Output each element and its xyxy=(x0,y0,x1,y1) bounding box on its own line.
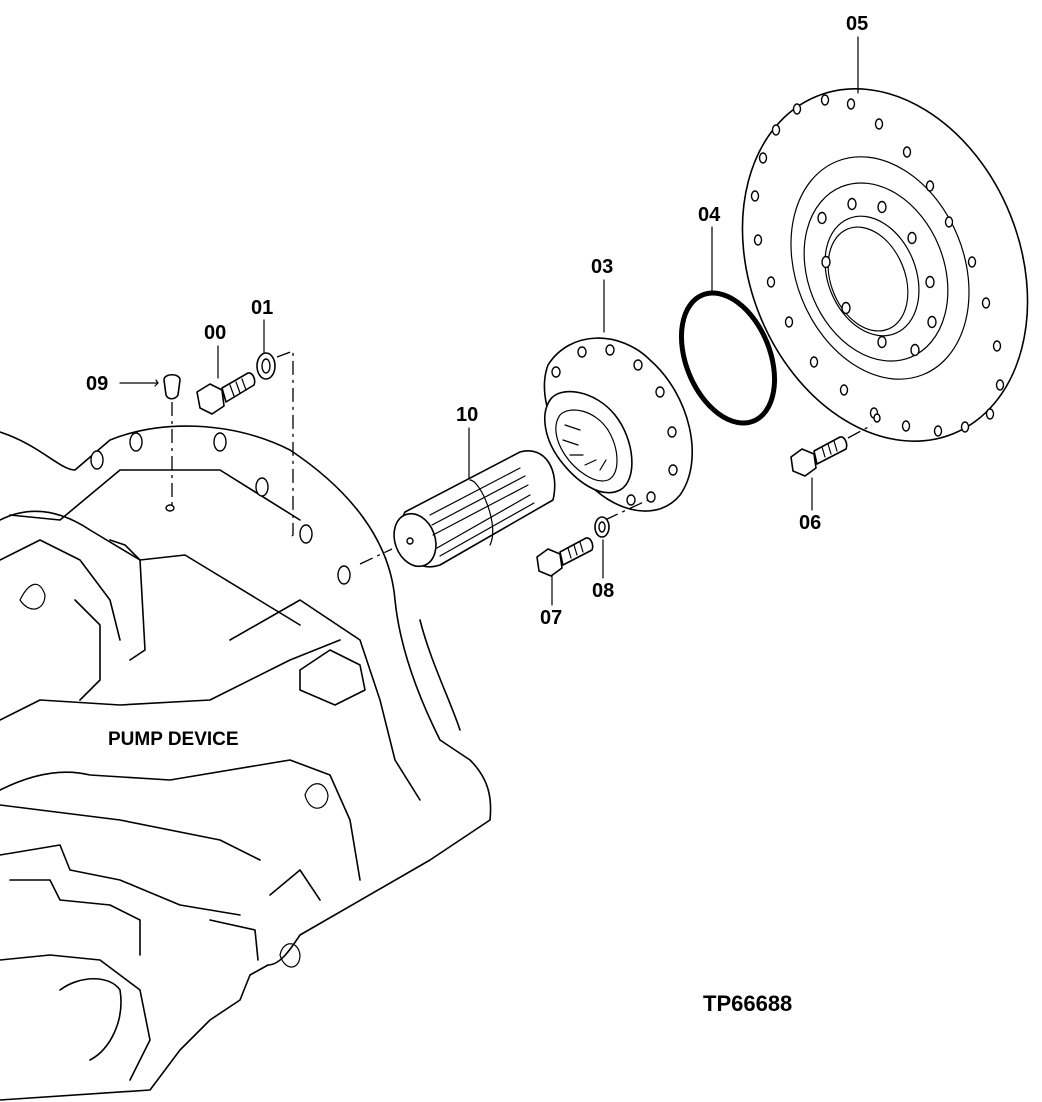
washer-part-08 xyxy=(594,516,610,538)
callout-01: 01 xyxy=(251,297,274,319)
splined-shaft-part-10 xyxy=(359,450,556,568)
callout-07: 07 xyxy=(540,607,563,629)
callout-05: 05 xyxy=(846,13,869,35)
callout-10: 10 xyxy=(456,404,479,426)
o-ring-part-04 xyxy=(678,290,778,426)
callout-09: 09 xyxy=(86,373,109,395)
plug-part-09 xyxy=(163,373,181,505)
flange-coupling-part-03 xyxy=(543,337,693,521)
bolt-part-00 xyxy=(196,372,256,415)
callout-00: 00 xyxy=(204,322,227,344)
callout-03: 03 xyxy=(591,256,614,278)
bolt-part-06 xyxy=(790,424,873,477)
washer-part-01 xyxy=(256,352,276,380)
reference-code: TP66688 xyxy=(703,991,793,1016)
disc-plate-part-05 xyxy=(741,88,1029,442)
callout-04: 04 xyxy=(698,204,721,226)
callout-leader-lines xyxy=(119,36,859,606)
callout-08: 08 xyxy=(592,580,615,602)
pump-device-housing xyxy=(0,425,492,1101)
callout-06: 06 xyxy=(799,512,822,534)
bolt-part-07 xyxy=(536,537,594,577)
housing-label: PUMP DEVICE xyxy=(108,729,239,750)
bolt-00-alignment-line xyxy=(276,350,294,537)
